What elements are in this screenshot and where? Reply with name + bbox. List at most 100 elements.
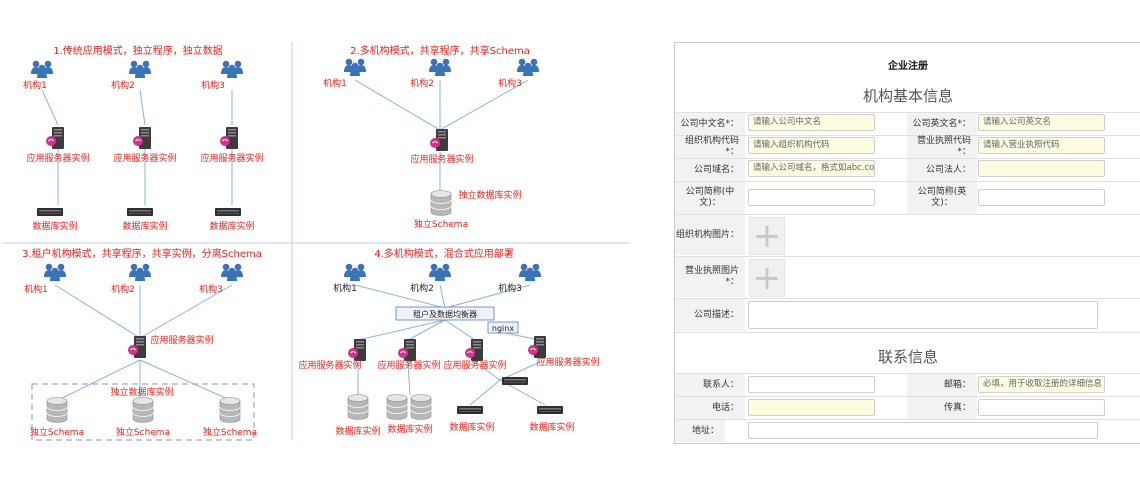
short-name-cn-input[interactable] bbox=[748, 189, 875, 206]
database-icon bbox=[219, 397, 241, 423]
db-server-icon bbox=[127, 208, 153, 216]
db-server-icon bbox=[537, 406, 563, 414]
label-short-name-en: 公司简称(英文)： bbox=[907, 182, 977, 214]
phone-input[interactable] bbox=[748, 399, 875, 416]
q3-schema2: 独立Schema bbox=[116, 426, 170, 438]
database-icon bbox=[410, 394, 432, 420]
org-icon bbox=[429, 59, 451, 76]
q4-org1: 机构1 bbox=[333, 282, 357, 294]
label-short-name-cn: 公司简称(中文)： bbox=[675, 182, 745, 214]
label-domain: 公司域名： bbox=[675, 159, 745, 181]
q1-app2: 应用服务器实例 bbox=[113, 152, 176, 164]
label-license-code: 营业执照代码*： bbox=[907, 136, 977, 158]
org-icon bbox=[129, 264, 151, 281]
contact-input[interactable] bbox=[748, 376, 875, 393]
form-title: 企业注册 bbox=[888, 61, 928, 72]
short-name-en-input[interactable] bbox=[978, 189, 1105, 206]
org-icon bbox=[221, 264, 243, 281]
label-address: 地址： bbox=[675, 420, 725, 442]
q4-db1: 数据库实例 bbox=[335, 425, 380, 437]
q4-app4: 应用服务器实例 bbox=[536, 356, 599, 368]
email-input[interactable]: 必填，用于收取注册的详细信息 bbox=[978, 376, 1105, 393]
db-server-icon bbox=[37, 208, 63, 216]
company-registration-form: 企业注册 机构基本信息 公司中文名*： 请输入公司中文名 公司英文名*： 请输入… bbox=[674, 42, 1140, 444]
q3-schema1: 独立Schema bbox=[30, 426, 84, 438]
org-icon bbox=[344, 264, 366, 281]
q2-schema: 独立Schema bbox=[414, 218, 468, 230]
label-phone: 电话： bbox=[675, 397, 745, 419]
org-icon bbox=[429, 264, 451, 281]
db-server-icon bbox=[457, 406, 483, 414]
label-company-en-name: 公司英文名*： bbox=[907, 113, 977, 135]
q3-org1: 机构1 bbox=[24, 283, 48, 295]
q1-db1: 数据库实例 bbox=[32, 220, 77, 232]
label-org-code: 组织机构代码*： bbox=[675, 136, 745, 158]
company-cn-name-input[interactable]: 请输入公司中文名 bbox=[748, 114, 875, 131]
q4-app2: 应用服务器实例 bbox=[377, 359, 440, 371]
section-contact-info: 联系信息 bbox=[877, 348, 938, 366]
database-icon bbox=[132, 397, 154, 423]
domain-input[interactable]: 请输入公司域名，格式如abc.com bbox=[748, 160, 875, 177]
org-icon bbox=[221, 61, 243, 78]
q4-app1: 应用服务器实例 bbox=[298, 359, 361, 371]
q3-db: 独立数据库实例 bbox=[110, 386, 173, 398]
org-icon bbox=[31, 61, 53, 78]
legal-person-input[interactable] bbox=[978, 160, 1105, 177]
q1-title: 1.传统应用模式，独立程序，独立数据 bbox=[53, 44, 223, 57]
balancer-box bbox=[395, 306, 495, 321]
label-description: 公司描述： bbox=[675, 299, 745, 331]
q4-db3: 数据库实例 bbox=[449, 421, 494, 433]
q1-org2: 机构2 bbox=[111, 79, 135, 91]
description-textarea[interactable] bbox=[748, 301, 1098, 329]
deployment-diagram: 1.传统应用模式，独立程序，独立数据 机构1 机构2 机构3 应用服务器实例 应… bbox=[4, 42, 630, 441]
database-icon bbox=[347, 394, 369, 420]
label-email: 邮箱： bbox=[907, 374, 977, 396]
q4-db4: 数据库实例 bbox=[529, 421, 574, 433]
org-icon bbox=[44, 264, 66, 281]
company-en-name-input[interactable]: 请输入公司英文名 bbox=[978, 114, 1105, 131]
q2-org2: 机构2 bbox=[410, 77, 434, 89]
plus-icon: + bbox=[752, 258, 782, 298]
q3-title: 3.租户机构模式，共享程序，共享实例，分离Schema bbox=[22, 247, 262, 260]
q4-balancer: 租户及数据均衡器 bbox=[413, 309, 477, 319]
section-basic-info: 机构基本信息 bbox=[862, 87, 953, 105]
database-icon bbox=[386, 394, 408, 420]
q3-org2: 机构2 bbox=[111, 283, 135, 295]
app-server-icon bbox=[527, 335, 547, 359]
org-icon bbox=[344, 59, 366, 76]
plus-icon: + bbox=[752, 216, 782, 256]
license-image-upload[interactable]: + bbox=[749, 259, 785, 297]
q1-app1: 应用服务器实例 bbox=[26, 152, 89, 164]
db-server-icon bbox=[215, 208, 241, 216]
app-server-icon bbox=[464, 338, 484, 362]
q4-app3: 应用服务器实例 bbox=[443, 359, 506, 371]
app-server-icon bbox=[132, 126, 152, 150]
q4-title: 4.多机构模式，混合式应用部署 bbox=[374, 247, 514, 260]
q2-org3: 机构3 bbox=[498, 77, 522, 89]
q2-app: 应用服务器实例 bbox=[410, 153, 473, 165]
q1-db3: 数据库实例 bbox=[209, 220, 254, 232]
q3-schema3: 独立Schema bbox=[203, 426, 257, 438]
q1-org3: 机构3 bbox=[201, 79, 225, 91]
q1-org1: 机构1 bbox=[23, 79, 47, 91]
app-server-icon bbox=[127, 335, 147, 359]
database-icon bbox=[46, 397, 68, 423]
license-code-input[interactable]: 请输入营业执照代码 bbox=[978, 137, 1105, 154]
org-code-input[interactable]: 请输入组织机构代码 bbox=[748, 137, 875, 154]
q1-app3: 应用服务器实例 bbox=[200, 152, 263, 164]
label-license-image: 营业执照图片*： bbox=[675, 257, 745, 297]
address-input[interactable] bbox=[748, 422, 1098, 439]
label-company-cn-name: 公司中文名*： bbox=[675, 113, 745, 135]
q4-org3: 机构3 bbox=[498, 282, 522, 294]
q3-app: 应用服务器实例 bbox=[150, 334, 213, 346]
org-image-upload[interactable]: + bbox=[749, 217, 785, 255]
app-server-icon bbox=[45, 126, 65, 150]
app-server-icon bbox=[219, 126, 239, 150]
app-server-icon bbox=[429, 128, 449, 152]
fax-input[interactable] bbox=[978, 399, 1105, 416]
org-icon bbox=[519, 264, 541, 281]
q2-title: 2.多机构模式，共享程序，共享Schema bbox=[350, 44, 530, 57]
q2-org1: 机构1 bbox=[323, 77, 347, 89]
q1-db2: 数据库实例 bbox=[122, 220, 167, 232]
app-server-icon bbox=[347, 338, 367, 362]
